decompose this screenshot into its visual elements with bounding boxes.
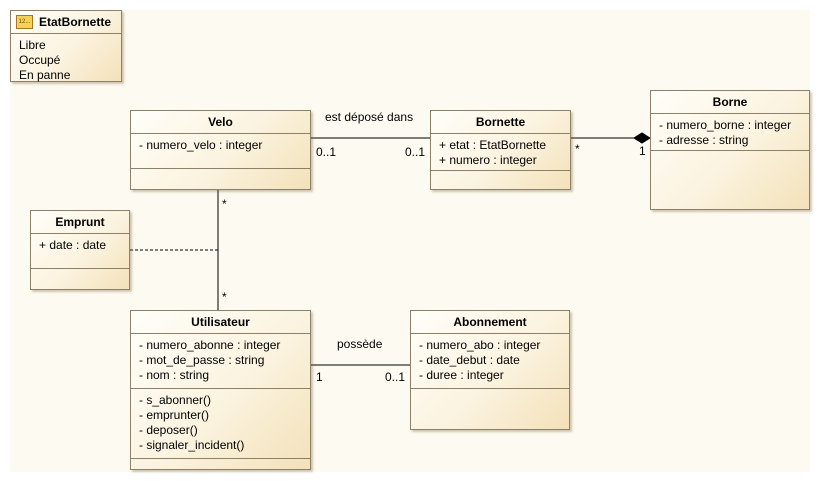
attribute: - numero_velo : integer — [139, 138, 263, 152]
multiplicity-bornette-composition: * — [575, 142, 580, 156]
empty-section — [131, 459, 310, 468]
class-header: Bornette — [431, 111, 570, 134]
multiplicity-bornette-side: 0..1 — [405, 145, 426, 159]
multiplicity-velo-side: 0..1 — [316, 145, 337, 159]
attribute: - adresse : string — [659, 133, 749, 147]
operation: - s_abonner() — [139, 393, 212, 407]
attribute-section: - numero_velo : integer — [131, 134, 310, 169]
attribute: - numero_borne : integer — [659, 118, 792, 132]
multiplicity-velo-emprunt: * — [222, 197, 227, 211]
multiplicity-abonnement-possede: 0..1 — [385, 370, 406, 384]
enum-literal: En panne — [19, 68, 71, 82]
class-name: EtatBornette — [39, 15, 112, 29]
class-borne[interactable]: Borne - numero_borne : integer - adresse… — [650, 90, 810, 210]
class-velo[interactable]: Velo - numero_velo : integer — [130, 110, 311, 190]
operation-section: - s_abonner() - emprunter() - deposer() … — [131, 389, 310, 459]
class-header: Utilisateur — [131, 311, 310, 334]
attribute-section: + date : date — [31, 234, 129, 269]
attribute: + etat : EtatBornette — [439, 138, 547, 152]
class-abonnement[interactable]: Abonnement - numero_abo : integer - date… — [410, 310, 570, 430]
operation-section — [651, 151, 809, 160]
operation: - signaler_incident() — [139, 438, 245, 452]
attribute: - numero_abo : integer — [419, 338, 541, 352]
enumeration-icon: 12... — [16, 15, 33, 29]
class-emprunt[interactable]: Emprunt + date : date — [30, 210, 130, 290]
enum-literal: Libre — [19, 38, 46, 52]
association-name-est-depose-dans: est déposé dans — [325, 110, 414, 124]
attribute: - nom : string — [139, 368, 210, 382]
multiplicity-borne-composition: 1 — [639, 144, 646, 158]
operation-section — [431, 171, 570, 180]
association-name-possede: possède — [337, 337, 383, 351]
attribute-section: - numero_abonne : integer - mot_de_passe… — [131, 334, 310, 389]
multiplicity-utilisateur-emprunt: * — [222, 290, 227, 304]
class-header: Emprunt — [31, 211, 129, 234]
enum-literals: Libre Occupé En panne — [11, 34, 121, 88]
attribute: - duree : integer — [419, 368, 504, 382]
class-header: Velo — [131, 111, 310, 134]
class-header: 12... EtatBornette — [11, 11, 121, 34]
operation-section — [31, 269, 129, 278]
attribute: - date_debut : date — [419, 353, 520, 367]
attribute: + date : date — [39, 238, 107, 252]
enum-literal: Occupé — [19, 53, 61, 67]
attribute: + numero : integer — [439, 153, 537, 167]
composition-diamond — [633, 132, 651, 144]
attribute: - mot_de_passe : string — [139, 353, 265, 367]
operation: - emprunter() — [139, 408, 210, 422]
class-header: Abonnement — [411, 311, 569, 334]
attribute-section: - numero_abo : integer - date_debut : da… — [411, 334, 569, 389]
attribute: - numero_abonne : integer — [139, 338, 281, 352]
operation-section — [131, 169, 310, 178]
class-utilisateur[interactable]: Utilisateur - numero_abonne : integer - … — [130, 310, 311, 470]
class-etat-bornette[interactable]: 12... EtatBornette Libre Occupé En panne — [10, 10, 122, 82]
attribute-section: - numero_borne : integer - adresse : str… — [651, 114, 809, 151]
operation-section — [411, 389, 569, 398]
class-header: Borne — [651, 91, 809, 114]
operation: - deposer() — [139, 423, 198, 437]
multiplicity-utilisateur-possede: 1 — [316, 370, 323, 384]
class-bornette[interactable]: Bornette + etat : EtatBornette + numero … — [430, 110, 571, 190]
attribute-section: + etat : EtatBornette + numero : integer — [431, 134, 570, 171]
